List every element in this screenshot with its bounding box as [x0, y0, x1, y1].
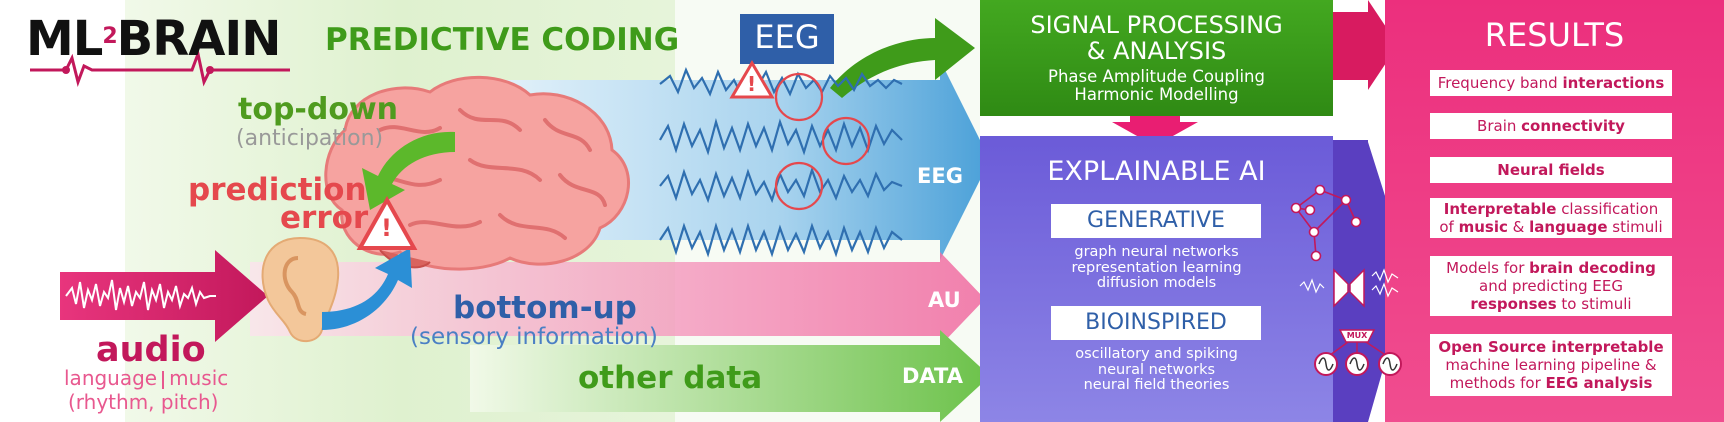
- top-down-arrow: [362, 131, 455, 210]
- eeg-warning-glyph: !: [747, 72, 757, 96]
- data-stream-arrow: [470, 330, 990, 422]
- logo: ML2BRAIN: [26, 11, 282, 67]
- eeg-warning-icon: [729, 60, 775, 99]
- stream-data-label: DATA: [902, 364, 964, 388]
- bottom-up-arrow: [322, 248, 412, 330]
- bioinspired-title: BIOINSPIRED: [1051, 306, 1261, 340]
- logo-dot-right: [206, 66, 214, 74]
- xai-title: EXPLAINABLE AI: [1047, 156, 1266, 187]
- audio-input-arrow: [60, 250, 268, 342]
- result-item: Frequency band interactions: [1430, 70, 1672, 96]
- signal-sub: Phase Amplitude Coupling Harmonic Modell…: [980, 68, 1333, 104]
- signal-title-1: SIGNAL PROCESSING: [1030, 11, 1283, 39]
- predictive-coding-title: PREDICTIVE CODING: [325, 22, 680, 58]
- signal-processing-box: [980, 0, 1333, 116]
- other-data-label: other data: [578, 360, 763, 396]
- audio-language: language: [64, 366, 158, 390]
- signal-title: SIGNAL PROCESSING & ANALYSIS: [980, 12, 1333, 64]
- eeg-label: EEG: [754, 18, 820, 56]
- logo-superscript: 2: [102, 24, 117, 49]
- ear-icon: [261, 236, 340, 343]
- generative-item: graph neural networks: [1074, 244, 1239, 260]
- result-item: Interpretable classification of music & …: [1430, 198, 1672, 238]
- stream-eeg-label: EEG: [917, 164, 963, 188]
- prediction-label: prediction: [188, 172, 367, 208]
- generative-item: representation learning: [1071, 259, 1242, 276]
- eeg-event-circles: [774, 72, 871, 211]
- result-item: Brain connectivity: [1430, 113, 1672, 139]
- brain-icon: [324, 75, 630, 271]
- anticipation-label: (anticipation): [236, 126, 384, 151]
- generative-item: diffusion models: [1096, 275, 1217, 291]
- result-item: Neural fields: [1430, 157, 1672, 183]
- logo-dot-left: [62, 66, 70, 74]
- bioinspired-item: neural field theories: [1083, 377, 1230, 393]
- audio-line1: language music: [64, 366, 228, 390]
- stream-au-label: AU: [928, 288, 961, 312]
- signal-sub-2: Harmonic Modelling: [1074, 85, 1239, 104]
- logo-text-left: ML: [26, 11, 103, 67]
- error-label: error: [280, 200, 369, 236]
- audio-music: music: [169, 366, 229, 390]
- results-title: RESULTS: [1484, 16, 1625, 54]
- signal-sub-1: Phase Amplitude Coupling: [1048, 67, 1265, 86]
- autoencoder-icon: [1299, 268, 1399, 308]
- logo-text-right: BRAIN: [116, 11, 282, 67]
- eeg-to-signal-arrow: [830, 18, 975, 98]
- mux-oscillator-icon: [1314, 329, 1402, 376]
- audio-line2: (rhythm, pitch): [68, 390, 219, 414]
- mux-label: MUX: [1346, 331, 1368, 340]
- eeg-label-box: [740, 14, 834, 64]
- signal-title-2: & ANALYSIS: [1086, 37, 1227, 65]
- signal-to-results-arrow: [1333, 0, 1398, 90]
- audio-title: audio: [96, 330, 206, 370]
- bioinspired-item: oscillatory and spiking: [1075, 346, 1238, 362]
- bottom-up-label: bottom-up: [453, 290, 637, 326]
- xai-to-results-arrow: [1333, 140, 1410, 422]
- audio-waveform: [65, 279, 216, 311]
- graph-network-icon: [1290, 184, 1362, 262]
- result-item: Open Source interpretable machine learni…: [1430, 334, 1672, 396]
- result-item: Models for brain decoding and predicting…: [1430, 256, 1672, 316]
- top-down-label: top-down: [238, 92, 399, 127]
- au-stream-arrow: [250, 252, 985, 346]
- brain-warning-icon: [356, 195, 418, 250]
- signal-to-xai-arrow: [1112, 116, 1198, 146]
- bioinspired-item: neural networks: [1097, 361, 1216, 378]
- generative-list: graph neural networks representation lea…: [980, 244, 1333, 292]
- sensory-label: (sensory information): [410, 324, 658, 350]
- brain-warning-glyph: !: [381, 214, 392, 242]
- generative-title: GENERATIVE: [1051, 204, 1261, 238]
- bioinspired-list: oscillatory and spiking neural networks …: [980, 346, 1333, 394]
- explainable-ai-box: [980, 136, 1333, 422]
